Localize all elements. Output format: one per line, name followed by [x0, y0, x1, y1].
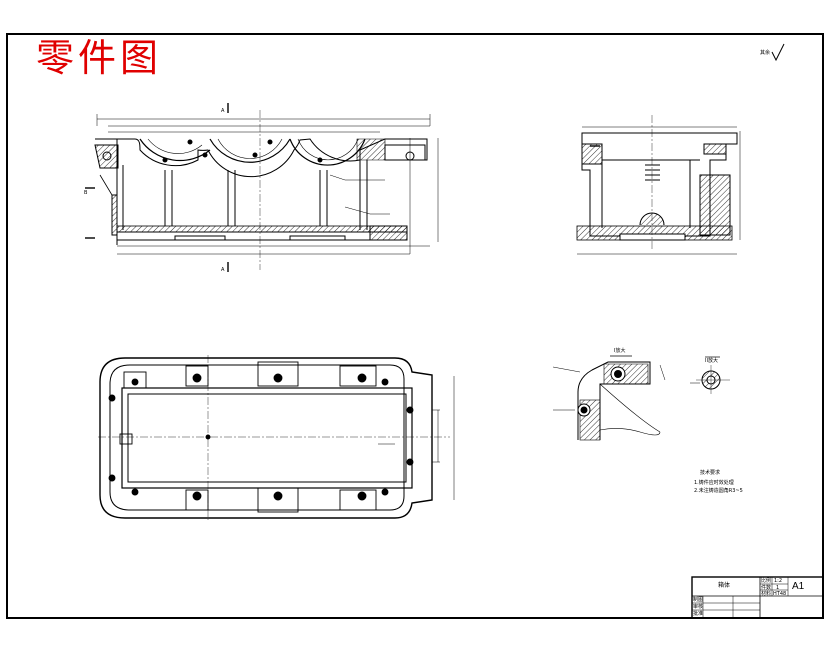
title-block-drawn: 制图: [693, 597, 704, 603]
title-block-material-label: 材料: [761, 591, 772, 597]
tech-notes-line-2: 2.未注铸造圆角R3~5: [694, 488, 743, 494]
detail-view-1: [552, 355, 666, 441]
title-block-checked: 审核: [693, 604, 704, 610]
tech-notes-line-1: 1.铸件应时效处理: [694, 480, 734, 486]
title-block-qty-value: 1: [776, 585, 780, 591]
title-block-scale-label: 比例: [761, 578, 772, 584]
section-a-top-label: A: [221, 108, 225, 114]
section-b-label: B: [84, 190, 88, 196]
title-block-part-name: 箱体: [718, 582, 731, 589]
detail-1-label: I放大: [614, 348, 626, 354]
roughness-note: 其余: [760, 50, 771, 56]
detail-view-2: [690, 356, 730, 394]
sheet-border: [6, 33, 824, 619]
title-block-scale-value: 1:2: [774, 578, 783, 584]
title-block: [691, 576, 824, 619]
title-block-qty-label: 件数: [761, 585, 772, 591]
sheet-size: A1: [792, 581, 805, 592]
title-block-material-value: HT48: [773, 591, 787, 597]
detail-2-label: II放大: [705, 358, 718, 364]
section-a-bottom-label: A: [221, 267, 225, 273]
title-block-approved: 批准: [693, 611, 704, 617]
tech-notes-heading: 技术要求: [700, 470, 721, 476]
roughness-symbol-icon: [771, 43, 785, 62]
front-view: [85, 103, 439, 272]
top-view: [98, 355, 455, 520]
side-view: [576, 115, 741, 255]
drawing-title: 零件图: [36, 36, 163, 80]
